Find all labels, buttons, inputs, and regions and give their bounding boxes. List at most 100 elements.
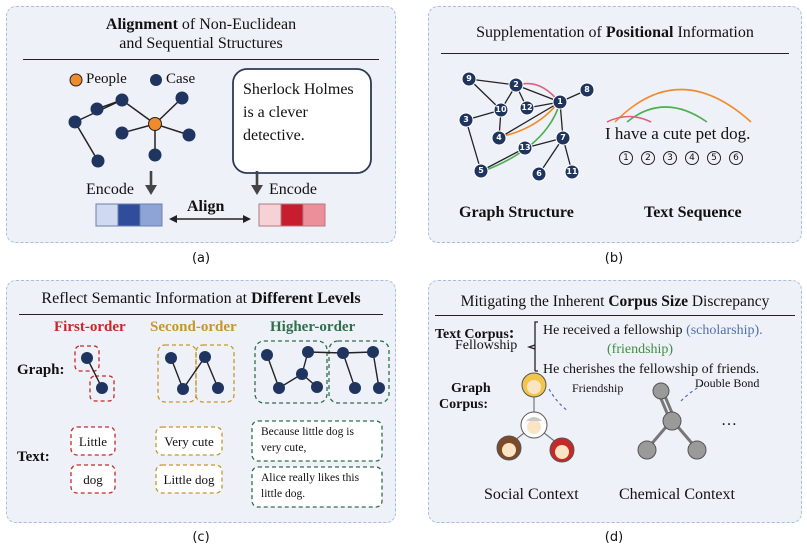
text-corpus-label-text: Text Corpus — [435, 327, 509, 342]
graph-node-label: 8 — [584, 85, 590, 94]
graph-node-label: 10 — [495, 105, 507, 114]
panel-c-title-pre: Reflect Semantic Information at — [41, 290, 252, 307]
panel-d-title-bold: Corpus Size — [608, 293, 688, 310]
position-index: 3 — [667, 153, 673, 163]
person-icon — [549, 437, 575, 463]
caption-a: (a) — [191, 251, 211, 266]
graph-node-label: 3 — [463, 115, 469, 124]
graph-node-label: 13 — [519, 143, 531, 152]
second-order-text-1: Very cute — [164, 434, 214, 449]
sentence-1-text: He received a fellowship — [543, 323, 687, 338]
sentence-2: He cherishes the fellowship of friends. — [543, 362, 760, 377]
sentence-1: He received a fellowship (scholarship). — [543, 323, 763, 339]
legend-case-label: Case — [166, 71, 196, 87]
sentence-text: I have a cute pet dog. — [605, 124, 751, 143]
panel-d-title: Mitigating the Inherent Corpus Size Disc… — [429, 292, 801, 311]
graph-node — [175, 91, 189, 105]
graph-node — [90, 102, 104, 116]
legend-people-label: People — [86, 71, 127, 87]
panel-a-title-line2: and Sequential Structures — [119, 35, 283, 52]
atom-icon — [637, 382, 707, 460]
panel-b-title-post: Information — [673, 24, 754, 41]
fellowship-word: Fellowship — [455, 338, 518, 353]
graph-node-label: 2 — [513, 80, 519, 89]
text-corpus-label: Text Corpus: — [435, 323, 514, 343]
embedding-cell — [95, 203, 119, 227]
embedding-cell — [117, 203, 141, 227]
panel-b-title-pre: Supplementation of — [476, 24, 606, 41]
panel-b-rule — [441, 53, 789, 55]
graph-node — [182, 128, 196, 142]
second-order-text-2: Little dog — [163, 472, 215, 487]
graph-node-label: 11 — [566, 167, 578, 176]
panel-c-title-bold: Different Levels — [251, 290, 361, 307]
row-text-label: Text: — [17, 449, 50, 465]
panel-d-title-post: Discrepancy — [687, 293, 770, 310]
graph-node-label: 12 — [521, 103, 533, 112]
position-index: 5 — [711, 153, 717, 163]
panel-c: Reflect Semantic Information at Differen… — [6, 280, 396, 523]
friendship-label: Friendship — [572, 381, 624, 395]
position-index: 2 — [645, 153, 651, 163]
first-order-text-1: Little — [78, 434, 108, 449]
embedding-cell — [302, 203, 326, 227]
graph-node-label: 7 — [560, 133, 566, 142]
level-higher-order: Higher-order — [270, 319, 356, 335]
graph-corpus-label-2: Corpus: — [439, 397, 489, 412]
double-bond-label: Double Bond — [695, 376, 760, 390]
text-corpus-colon: : — [508, 323, 515, 342]
graph-node-label: 5 — [478, 166, 484, 175]
panel-d-rule — [435, 315, 795, 317]
caption-b: (b) — [604, 251, 624, 266]
panel-c-rule — [19, 314, 383, 316]
level-second-order: Second-order — [150, 319, 237, 335]
people-node — [148, 117, 162, 131]
panel-d: Mitigating the Inherent Corpus Size Disc… — [428, 280, 802, 523]
embedding-cell — [280, 203, 304, 227]
panel-a-drawing — [68, 68, 372, 227]
embedding-cell — [258, 203, 282, 227]
graph-node-label: 1 — [557, 97, 563, 106]
friendship-note: (friendship) — [607, 342, 674, 357]
person-icon — [520, 411, 548, 439]
panel-c-title: Reflect Semantic Information at Differen… — [7, 289, 395, 308]
panel-a: Alignment of Non-Euclidean and Sequentia… — [6, 6, 396, 243]
chemical-context-label: Chemical Context — [619, 486, 735, 503]
graph-structure-label: Graph Structure — [459, 204, 574, 221]
caption-c: (c) — [192, 530, 210, 545]
graph-node — [91, 154, 105, 168]
graph-node-label: 4 — [496, 133, 502, 142]
position-index: 4 — [689, 153, 695, 163]
panel-a-rule — [23, 59, 379, 61]
encode-left-label: Encode — [86, 181, 134, 198]
encode-right-label: Encode — [269, 181, 317, 198]
row-graph-label: Graph: — [17, 362, 65, 378]
panel-a-title-bold: Alignment — [105, 16, 178, 33]
social-context-label: Social Context — [484, 486, 579, 503]
panel-b-title: Supplementation of Positional Informatio… — [429, 23, 801, 42]
embedding-cell — [139, 203, 163, 227]
people-legend-dot — [69, 73, 83, 87]
graph-node — [115, 126, 129, 140]
caption-d: (d) — [604, 530, 624, 545]
panel-b: Supplementation of Positional Informatio… — [428, 6, 802, 243]
text-sequence-label: Text Sequence — [644, 204, 742, 221]
person-icon — [521, 372, 547, 398]
graph-node — [115, 93, 129, 107]
position-index: 6 — [733, 153, 739, 163]
ellipsis: … — [721, 412, 737, 429]
graph-node — [148, 148, 162, 162]
quote-text: Sherlock Holmes is a clever detective. — [243, 81, 354, 144]
panel-b-drawing — [458, 71, 752, 182]
graph-node-label: 6 — [536, 169, 542, 178]
panel-a-title: Alignment of Non-Euclidean and Sequentia… — [7, 15, 395, 53]
higher-order-text-2: Alice really likes this little dog. — [261, 472, 360, 500]
panel-d-title-pre: Mitigating the Inherent — [460, 293, 609, 310]
panel-b-title-bold: Positional — [605, 24, 674, 41]
align-label: Align — [187, 198, 225, 215]
scholarship-note: (scholarship). — [686, 323, 763, 338]
higher-order-text-1: Because little dog is very cute, — [261, 426, 354, 454]
graph-corpus-label-1: Graph — [451, 381, 491, 396]
position-index: 1 — [623, 153, 629, 163]
first-order-text-2: dog — [83, 472, 103, 487]
